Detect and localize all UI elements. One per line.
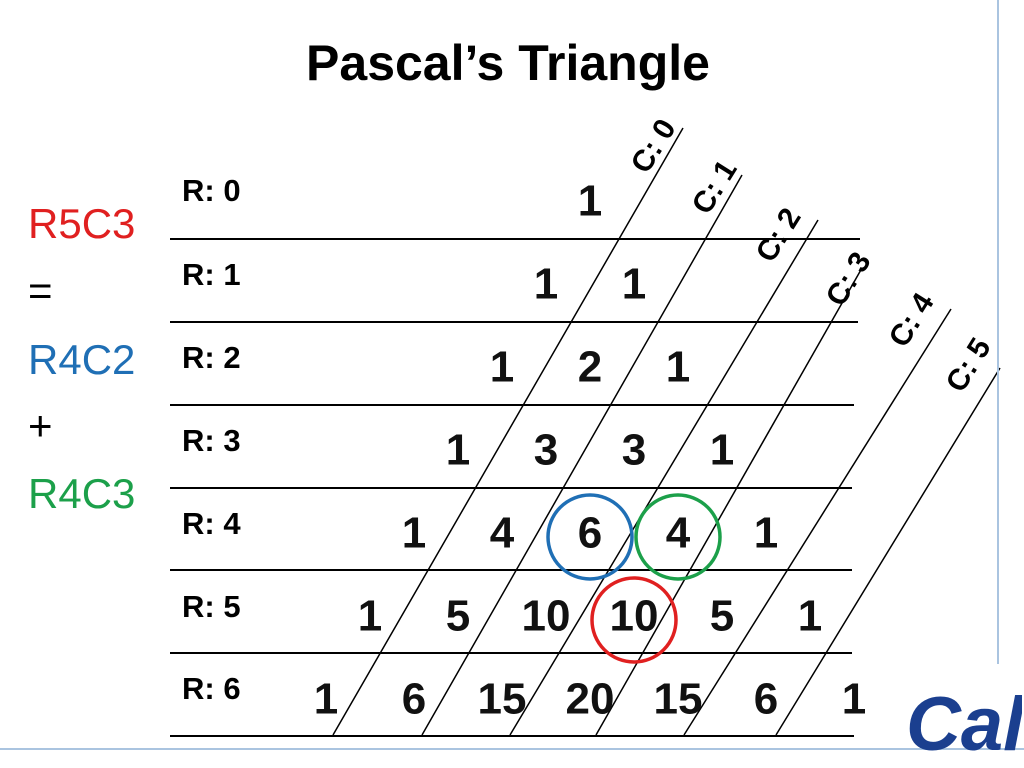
- triangle-value: 5: [446, 592, 470, 641]
- column-label-2: C: 2: [750, 202, 808, 268]
- triangle-value: 1: [446, 426, 470, 475]
- svg-text:Cal: Cal: [906, 682, 1022, 766]
- page-title: Pascal’s Triangle: [306, 35, 710, 91]
- row-label-4: R: 4: [182, 506, 241, 541]
- triangle-value: 15: [478, 675, 527, 724]
- row-label-3: R: 3: [182, 423, 241, 458]
- row-divider: [170, 404, 854, 406]
- row-divider: [170, 569, 852, 571]
- triangle-value: 4: [666, 509, 691, 558]
- triangle-value: 1: [710, 426, 734, 475]
- row-label-5: R: 5: [182, 589, 241, 624]
- triangle-value: 1: [754, 509, 778, 558]
- triangle-value: 5: [710, 592, 734, 641]
- triangle-value: 1: [358, 592, 382, 641]
- equation-term-1: R4C2: [28, 336, 136, 383]
- row-divider: [170, 238, 860, 240]
- triangle-value: 1: [666, 343, 690, 392]
- row-divider: [170, 735, 854, 737]
- slide-rule-vertical: [997, 0, 999, 664]
- triangle-value: 10: [522, 592, 571, 641]
- triangle-value: 3: [622, 426, 646, 475]
- column-divider-line: [421, 174, 743, 736]
- triangle-value: 10: [610, 592, 659, 641]
- highlight-circle: [546, 493, 634, 581]
- column-divider-line: [683, 308, 952, 736]
- triangle-value: 15: [654, 675, 703, 724]
- row-divider: [170, 652, 852, 654]
- equation-term-2: R4C3: [28, 470, 136, 517]
- column-label-4: C: 4: [883, 287, 941, 353]
- equation-equals: =: [28, 267, 53, 314]
- triangle-value: 1: [578, 177, 602, 226]
- column-label-3: C: 3: [820, 246, 878, 312]
- triangle-value: 1: [314, 675, 338, 724]
- column-divider-line: [595, 267, 863, 736]
- triangle-value: 1: [490, 343, 514, 392]
- cal-logo: Cal: [906, 682, 1022, 766]
- triangle-value: 1: [622, 260, 646, 309]
- equation-plus: +: [28, 402, 53, 449]
- equation-target: R5C3: [28, 200, 136, 247]
- row-label-1: R: 1: [182, 257, 241, 292]
- row-divider: [170, 487, 852, 489]
- triangle-value: 1: [402, 509, 426, 558]
- triangle-value: 1: [534, 260, 558, 309]
- triangle-value: 3: [534, 426, 558, 475]
- column-divider-line: [775, 367, 1001, 736]
- row-label-2: R: 2: [182, 340, 241, 375]
- triangle-value: 1: [798, 592, 822, 641]
- column-label-5: C: 5: [940, 332, 998, 398]
- triangle-value: 1: [842, 675, 866, 724]
- highlight-circle: [634, 493, 722, 581]
- triangle-value: 2: [578, 343, 602, 392]
- row-divider: [170, 321, 858, 323]
- row-label-6: R: 6: [182, 671, 241, 706]
- triangle-value: 4: [490, 509, 515, 558]
- column-label-0: C: 0: [625, 113, 683, 179]
- triangle-value: 6: [754, 675, 778, 724]
- column-divider-line: [332, 127, 684, 736]
- triangle-value: 6: [402, 675, 426, 724]
- row-label-0: R: 0: [182, 173, 241, 208]
- slide-rule-horizontal: [0, 748, 1024, 750]
- highlight-circle: [590, 576, 678, 664]
- triangle-value: 20: [566, 675, 615, 724]
- triangle-value: 6: [578, 509, 602, 558]
- column-divider-line: [509, 219, 819, 736]
